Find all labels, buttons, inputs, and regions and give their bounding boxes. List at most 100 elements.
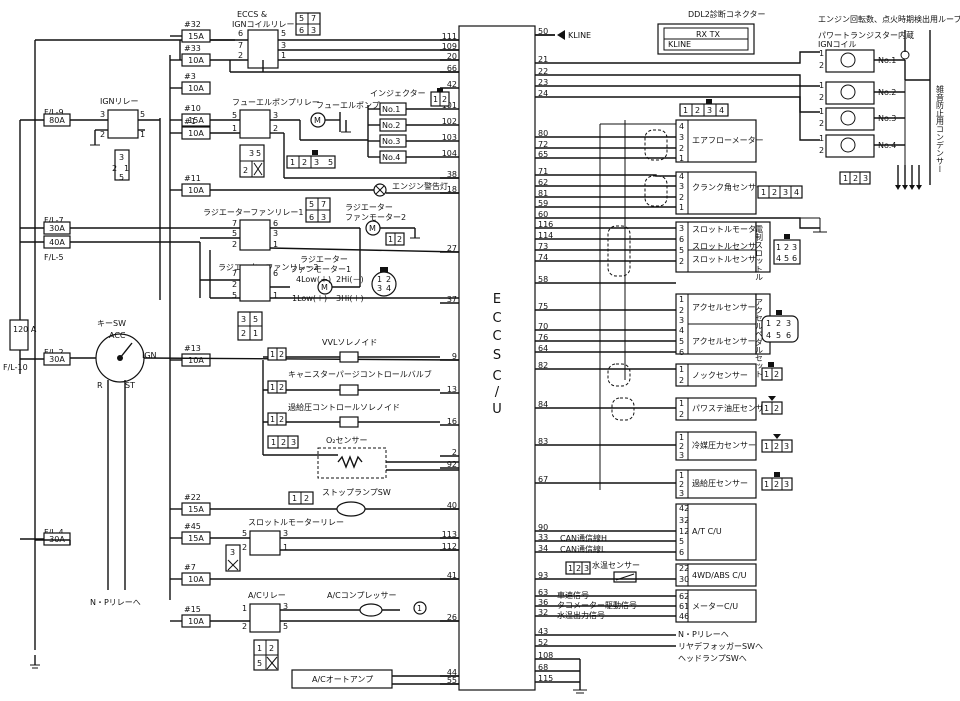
svg-text:2: 2 [772,188,777,197]
svg-text:7: 7 [232,269,237,278]
o2-label: O₂センサー [326,436,368,445]
fl-amp: 30A [49,355,65,364]
right-component-pin: 42 [679,504,689,513]
ecu-pin-left: 40 [447,501,457,510]
fan-low2: 1Low(＋) [292,294,327,303]
fan-relay2-box [239,264,271,302]
ecu-pin-left: 66 [447,64,457,73]
svg-text:1: 1 [281,51,286,60]
fuel-pump-relay-label: フューエルポンプリレー [232,98,320,107]
ecu-pin-right: 76 [538,333,548,342]
injectors: No.1No.2No.3No.4 [368,102,440,164]
svg-text:1: 1 [257,644,262,653]
fl-ref: F/L-7 [44,216,64,225]
ign-coil-box [825,107,875,131]
fuse-ref: #7 [184,563,196,572]
svg-text:2: 2 [776,319,781,328]
afm-shield [644,129,668,161]
svg-text:1: 1 [819,107,824,116]
svg-text:2: 2 [853,174,858,183]
right-component-label: エアフローメーター [692,136,764,145]
fuse-ref: #33 [184,44,201,53]
right-component-box [675,363,757,387]
right-component-pin: 1 [679,433,684,442]
svg-text:3: 3 [321,213,326,222]
ecu-right-pins: 5021222324807265716281596011611473745875… [535,27,555,683]
svg-text:3: 3 [863,174,868,183]
svg-text:4: 4 [776,254,781,263]
svg-text:3: 3 [784,480,789,489]
fl10-box [9,319,29,351]
throttle-tag: 電制スロットル [755,225,764,281]
fuses: #3215A#3310A#310A#1015A#110A#1110A#1310A… [170,20,211,628]
fan-low: 4Low(＋) [296,275,331,284]
svg-text:2: 2 [774,442,779,451]
ac-comp-connector [413,601,427,615]
right-component-pin: 12 [679,527,689,536]
svg-text:3: 3 [283,602,288,611]
svg-text:5: 5 [119,173,124,182]
right-component-box [675,503,757,561]
fuse-amp: 10A [188,617,204,626]
right-component-pin: 1 [679,399,684,408]
ecu-char: E [493,292,501,307]
ecu-pin-right: 93 [538,571,548,580]
svg-text:4: 4 [766,331,771,340]
svg-text:1: 1 [271,438,276,447]
right-component-box [675,563,757,587]
ecu-pin-right: 114 [538,231,553,240]
svg-text:2: 2 [112,164,117,173]
ecu-pin-right: 43 [538,627,548,636]
svg-text:3: 3 [786,319,791,328]
accel-sensor2: アクセルセンサー2 [692,337,761,346]
ecu-pin-left: 55 [447,676,457,685]
svg-text:2: 2 [243,166,248,175]
fl-ref: F/L-5 [44,253,64,262]
svg-text:1: 1 [124,164,129,173]
stop-sw-label: ストップランプSW [322,488,391,497]
fuse-ref: #22 [184,493,201,502]
fuse-amp: 10A [188,84,204,93]
fan-motor1-connector [371,271,397,297]
svg-text:1: 1 [764,370,769,379]
ecu-pin-left: 92 [447,460,457,469]
injector-label: インジェクター [370,89,426,98]
svg-text:1: 1 [764,480,769,489]
fan-motor1-label1: ラジエーター [300,255,348,264]
key-acc: ACC [109,331,126,340]
np-relay-right: N・Pリレーへ [678,630,729,639]
ecu-pin-left: 16 [447,417,457,426]
svg-text:2: 2 [819,93,824,102]
ecu-char: C [492,311,501,326]
throttle-sensor2: スロットルセンサー2 [692,255,769,264]
ecu-char: S [493,348,501,363]
right-component-label: パワステ油圧センサー [692,403,772,413]
right-component-pin: 1 [679,154,684,163]
fan-motor1-label2: ファンモーター1 [290,265,351,274]
ecu-pin-left: 42 [447,80,457,89]
warning-lamp-label: エンジン警告灯 [392,181,448,191]
svg-text:1: 1 [273,291,278,300]
fuse-amp: 10A [188,356,204,365]
throttle-relay-box [249,530,281,556]
svg-text:3: 3 [792,243,797,252]
injector-label: No.2 [382,121,400,130]
ign-coil-box [825,81,875,105]
ac-auto-amp-label: A/Cオートアンプ [312,675,373,684]
svg-text:5: 5 [679,246,684,255]
svg-text:1: 1 [377,275,382,284]
fuse-ref: #32 [184,20,201,29]
svg-text:2: 2 [279,415,284,424]
svg-text:2: 2 [784,243,789,252]
svg-text:7: 7 [238,41,243,50]
ddl2-pins-bot: KLINE [668,40,691,49]
svg-text:5: 5 [784,254,789,263]
svg-text:1: 1 [764,404,769,413]
ecu-pin-left: 112 [442,542,457,551]
right-component-label: 4WD/ABS C/U [692,571,747,580]
ecu-pin-right: 90 [538,523,548,532]
svg-text:2: 2 [242,622,247,631]
